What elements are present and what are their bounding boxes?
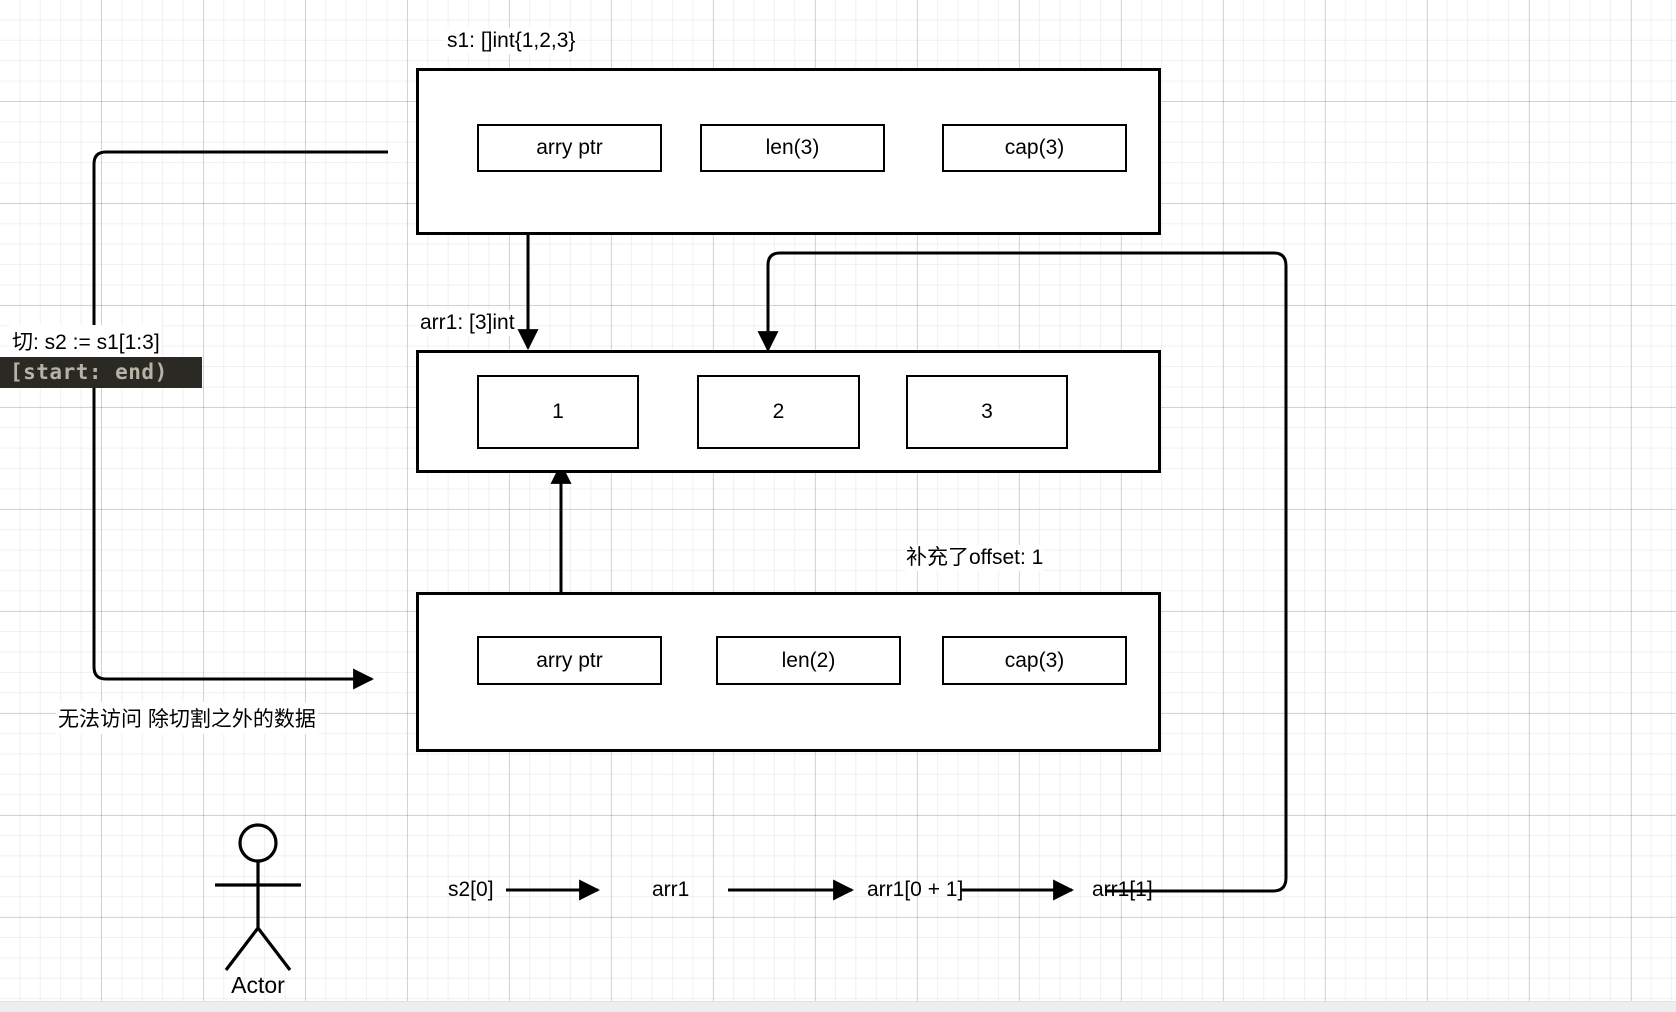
s2-field-arry-ptr[interactable]: arry ptr bbox=[477, 636, 662, 685]
s2-field-len[interactable]: len(2) bbox=[716, 636, 901, 685]
bottom-strip bbox=[0, 1001, 1676, 1012]
actor-leg-left bbox=[224, 927, 260, 971]
arr1-cell-2[interactable]: 3 bbox=[906, 375, 1068, 449]
note-range-convention: [start: end) bbox=[0, 357, 202, 388]
s1-field-cap[interactable]: cap(3) bbox=[942, 124, 1127, 172]
arr1-cell-0[interactable]: 1 bbox=[477, 375, 639, 449]
edge-arr1idx1-to-arr1cell2 bbox=[757, 251, 1288, 893]
arr1-cell-1[interactable]: 2 bbox=[697, 375, 860, 449]
actor-head bbox=[238, 823, 278, 863]
actor-leg-right bbox=[256, 927, 292, 971]
s2-field-cap[interactable]: cap(3) bbox=[942, 636, 1127, 685]
note-slice-expression: 切: s2 := s1[1:3] bbox=[10, 325, 162, 357]
flow-step-arr1: arr1 bbox=[652, 878, 690, 901]
arr1-caption: arr1: [3]int bbox=[420, 310, 515, 337]
actor-label: Actor bbox=[231, 972, 285, 998]
edge-s1-to-s2-left-route bbox=[92, 150, 388, 690]
s1-field-arry-ptr[interactable]: arry ptr bbox=[477, 124, 662, 172]
s1-caption: s1: []int{1,2,3} bbox=[447, 28, 576, 55]
note-no-access: 无法访问 除切割之外的数据 bbox=[56, 702, 318, 734]
s1-field-len[interactable]: len(3) bbox=[700, 124, 885, 172]
flow-step-s2-0: s2[0] bbox=[448, 878, 494, 901]
flow-step-arr1-0-plus-1: arr1[0 + 1] bbox=[867, 878, 964, 901]
offset-caption: 补充了offset: 1 bbox=[906, 545, 1044, 572]
actor-figure bbox=[215, 823, 301, 971]
flow-step-arr1-1: arr1[1] bbox=[1092, 878, 1153, 901]
